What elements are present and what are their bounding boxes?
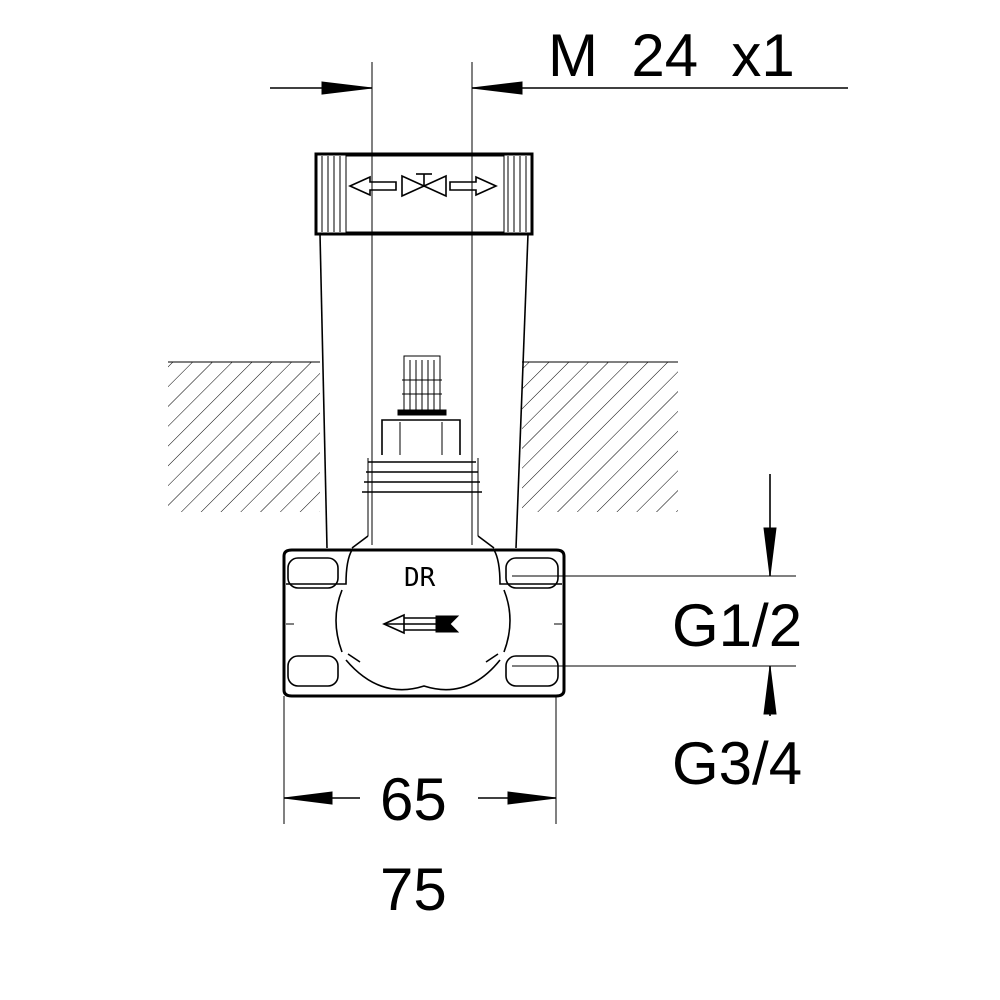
valve-body: DR — [282, 548, 566, 698]
arrow-down-icon — [763, 527, 777, 577]
knurl-lines-right — [507, 156, 527, 232]
knurled-cap — [314, 152, 534, 236]
arrow-left-icon — [471, 81, 523, 95]
width-top-label: 65 — [380, 766, 447, 833]
flow-direction-symbol — [348, 173, 498, 198]
flow-arrow-icon — [382, 613, 460, 635]
arrow-left-icon — [283, 791, 333, 805]
connection-dimension: G1/2 G3/4 — [512, 474, 802, 797]
cartridge-spindle — [351, 355, 495, 549]
connection-small-label: G1/2 — [672, 592, 802, 659]
arrow-right-icon — [507, 791, 557, 805]
body-marking: DR — [404, 563, 436, 593]
thread-dimension: M 24 x1 — [270, 22, 848, 545]
connection-large-label: G3/4 — [672, 730, 802, 797]
knurl-lines-left — [321, 156, 341, 232]
arrow-up-icon — [763, 665, 777, 715]
extension-sleeve — [319, 233, 529, 549]
wall-hatching-right — [522, 361, 678, 512]
thread-label: M 24 x1 — [548, 22, 795, 89]
arrow-right-icon — [321, 81, 373, 95]
wall-hatching-left — [168, 361, 320, 512]
width-bottom-label: 75 — [380, 856, 447, 923]
width-dimension: 65 75 — [283, 696, 557, 923]
